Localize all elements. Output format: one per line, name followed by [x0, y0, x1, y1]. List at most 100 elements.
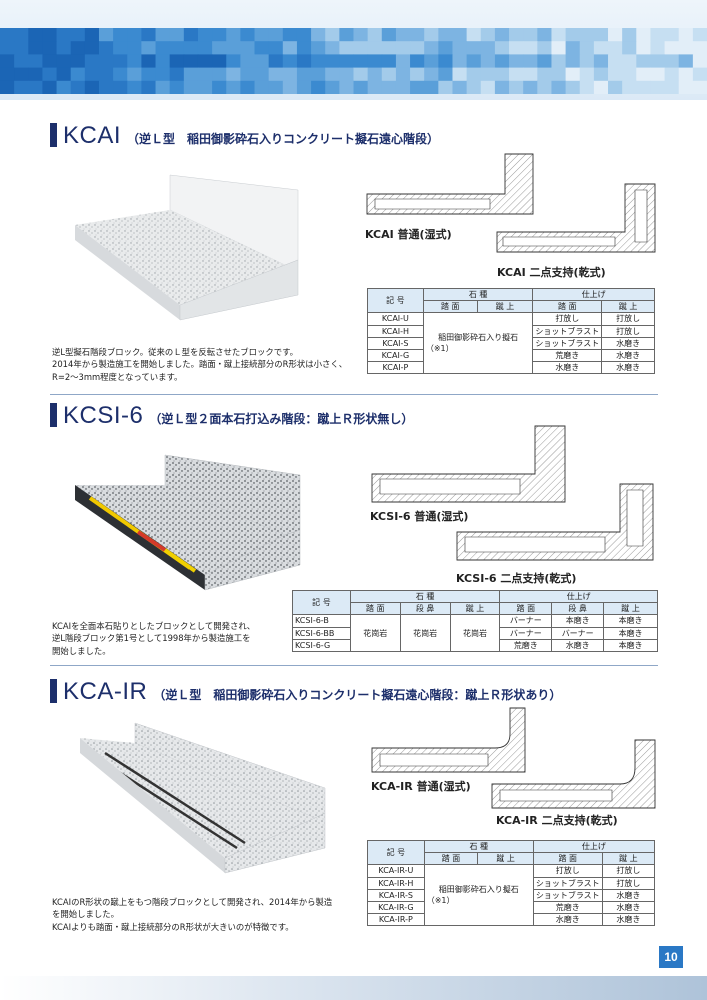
page-number: 10	[659, 946, 683, 968]
table-cell: ショットブラスト	[532, 888, 603, 902]
mosaic-tile	[438, 41, 453, 55]
mosaic-tile	[141, 28, 157, 42]
table-cell: 荒磨き	[499, 638, 553, 652]
mosaic-tile	[381, 28, 397, 42]
mosaic-tile	[268, 28, 284, 42]
description-line: 逆L階段ブロック第1号として1998年から製造施工を	[52, 633, 251, 644]
mosaic-tile	[593, 54, 609, 69]
material-cell: 稲田御影砕石入り擬石 （※1）	[423, 864, 534, 927]
mosaic-tile	[169, 67, 185, 82]
section-kcai: KCAI （逆Ｌ型 稲田御影砕石入りコンクリート擬石遠心階段） 逆L型擬石階段ブ…	[0, 122, 707, 392]
table-subheader: 踏 面	[532, 300, 603, 314]
mosaic-tile	[339, 67, 354, 82]
mosaic-tile	[579, 28, 595, 42]
mosaic-tile	[410, 54, 425, 69]
mosaic-tile	[141, 41, 157, 55]
mosaic-tile	[353, 80, 369, 94]
table-cell: ショットブラスト	[532, 324, 603, 338]
mosaic-tile	[438, 80, 453, 94]
mosaic-tile	[226, 54, 241, 69]
mosaic-tile	[622, 54, 637, 69]
table-subheader: 踏 面	[532, 852, 603, 866]
mosaic-tile	[0, 28, 15, 42]
mosaic-tile	[183, 41, 199, 55]
mosaic-tile	[650, 54, 666, 69]
mosaic-tile	[325, 54, 340, 69]
table-cell: 水磨き	[601, 336, 655, 350]
mosaic-tile	[70, 54, 86, 69]
mosaic-tile	[98, 28, 114, 42]
section-diagram-dry	[496, 183, 656, 253]
mosaic-tile	[28, 54, 43, 69]
mosaic-tile	[509, 54, 524, 69]
table-row: KCSI-6-G 荒磨き 水磨き 本磨き	[292, 638, 658, 652]
mosaic-tile	[367, 41, 383, 55]
mosaic-tile	[296, 80, 312, 94]
table-cell: 本磨き	[551, 614, 605, 628]
mosaic-tile	[113, 28, 128, 42]
mosaic-tile	[424, 80, 439, 94]
mosaic-tile	[339, 28, 354, 42]
mosaic-tile	[551, 80, 567, 94]
mosaic-tile	[692, 54, 707, 69]
mosaic-tile	[480, 28, 496, 42]
material-cell: 花崗岩	[449, 614, 501, 652]
mosaic-tile	[197, 80, 213, 94]
mosaic-tile	[381, 80, 397, 94]
table-cell: KCA-IR-P	[367, 913, 425, 927]
mosaic-tile	[325, 41, 340, 55]
mosaic-tile	[141, 80, 157, 94]
mosaic-tile	[424, 28, 439, 42]
table-cell: 打放し	[601, 312, 655, 326]
mosaic-tile	[197, 28, 213, 42]
mosaic-tile	[212, 67, 227, 82]
mosaic-tile	[410, 28, 425, 42]
mosaic-tile	[56, 28, 72, 42]
mosaic-tile	[127, 80, 142, 94]
table-header-finish: 仕上げ	[499, 589, 658, 604]
mosaic-tile	[296, 67, 312, 82]
table-subheader: 蹴 上	[601, 300, 655, 314]
material-note: （※1）	[425, 344, 454, 354]
mosaic-tile	[325, 28, 340, 42]
mosaic-tile	[282, 54, 298, 69]
mosaic-tile	[367, 67, 383, 82]
mosaic-tile	[70, 80, 86, 94]
mosaic-tile	[353, 28, 369, 42]
mosaic-tile	[692, 28, 707, 42]
mosaic-tile	[14, 54, 29, 69]
mosaic-tile	[155, 54, 171, 69]
mosaic-tile	[268, 80, 284, 94]
product-subtitle: （逆Ｌ型２面本石打込み階段：蹴上Ｒ形状無し）	[149, 412, 414, 426]
mosaic-tile	[127, 41, 142, 55]
mosaic-tile	[692, 80, 707, 94]
mosaic-tile	[367, 80, 383, 94]
mosaic-tile	[56, 67, 72, 82]
mosaic-tile	[296, 28, 312, 42]
mosaic-tile	[28, 41, 43, 55]
mosaic-tile	[579, 67, 595, 82]
mosaic-tile	[438, 67, 453, 82]
table-cell: KCSI-6-G	[292, 638, 351, 652]
table-cell: KCAI-P	[367, 361, 424, 375]
spec-table: 記 号 石 種 仕上げ 踏 面 蹴 上 踏 面 蹴 上 KCA-IR-U 稲田御…	[367, 839, 656, 927]
mosaic-tile	[197, 67, 213, 82]
mosaic-tile	[367, 54, 383, 69]
description-line: を開始しました。	[52, 909, 119, 920]
mosaic-tile	[155, 80, 171, 94]
mosaic-tile	[650, 67, 666, 82]
mosaic-tile	[565, 28, 581, 42]
mosaic-tile	[579, 54, 595, 69]
title-bar	[50, 679, 57, 703]
mosaic-tile	[622, 28, 637, 42]
mosaic-tile	[42, 80, 58, 94]
mosaic-tile	[622, 80, 637, 94]
product-photo	[75, 454, 301, 591]
section-diagram-dry	[456, 483, 654, 561]
mosaic-tile	[311, 41, 326, 55]
mosaic-tile	[98, 80, 114, 94]
mosaic-tile	[494, 67, 510, 82]
mosaic-tile	[113, 80, 128, 94]
mosaic-tile	[367, 28, 383, 42]
table-cell: KCSI-6-B	[292, 614, 351, 628]
